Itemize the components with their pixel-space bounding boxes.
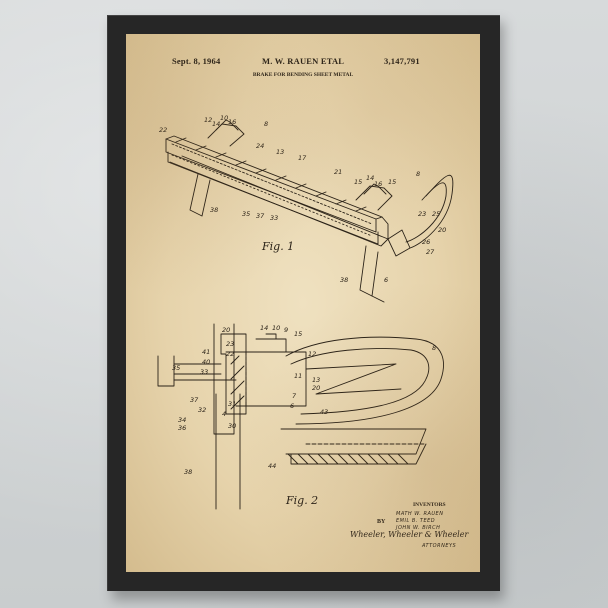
reference-numeral: 20	[438, 226, 446, 234]
reference-numeral: 27	[426, 248, 435, 256]
reference-numeral: 10	[272, 324, 280, 332]
reference-numeral: 38	[184, 468, 192, 476]
reference-numeral: 13	[276, 148, 284, 156]
reference-numeral: 14	[212, 120, 220, 128]
reference-numeral: 44	[268, 462, 276, 470]
reference-numeral: 16	[228, 118, 236, 126]
reference-numeral: 13	[312, 376, 320, 384]
reference-numeral: 4	[222, 410, 226, 418]
patent-print: Sept. 8, 1964 M. W. RAUEN ETAL 3,147,791…	[126, 34, 480, 572]
reference-numeral: 33	[270, 214, 278, 222]
reference-numeral: 41	[202, 348, 210, 356]
reference-numeral: 8	[264, 120, 268, 128]
reference-numeral: 36	[178, 424, 186, 432]
inventors-heading: INVENTORS	[413, 502, 446, 508]
reference-numeral: 15	[294, 330, 302, 338]
reference-numeral: 14	[366, 174, 374, 182]
figure-1-label: Fig. 1	[262, 240, 295, 253]
reference-numeral: 20	[312, 384, 320, 392]
reference-numeral: 26	[422, 238, 430, 246]
reference-numeral: 34	[178, 416, 186, 424]
reference-numeral: 35	[242, 210, 250, 218]
patent-title: BRAKE FOR BENDING SHEET METAL	[252, 72, 354, 78]
reference-numeral: 43	[320, 408, 328, 416]
inventor-name: MATH W. RAUEN	[396, 511, 444, 517]
reference-numeral: 15	[388, 178, 396, 186]
reference-numeral: 24	[256, 142, 264, 150]
reference-numeral: 15	[354, 178, 362, 186]
reference-numeral: 8	[432, 344, 436, 352]
reference-numeral: 23	[226, 340, 234, 348]
reference-numeral: 10	[220, 114, 228, 122]
inventor-name: JOHN W. BIRCH	[396, 525, 441, 531]
reference-numeral: 16	[374, 180, 382, 188]
reference-numeral: 40	[202, 358, 210, 366]
fig1-drawing	[165, 119, 454, 303]
reference-numeral: 23	[418, 210, 426, 218]
reference-numeral: 38	[340, 276, 348, 284]
reference-numeral: 35	[172, 364, 180, 372]
reference-numeral: 9	[284, 326, 288, 334]
reference-numeral: 20	[222, 326, 230, 334]
reference-numeral: 38	[210, 206, 218, 214]
fig2-drawing	[157, 323, 444, 510]
reference-numeral: 33	[200, 368, 208, 376]
patent-number: 3,147,791	[384, 56, 420, 66]
fig2-reference-numerals: 14 10 9 15 20 8 23 22 41 40 33 35 12 11 …	[172, 324, 436, 476]
patent-drawing: 22 12 14 10 16 8 24 13 17 21 15 14 16 15…	[157, 114, 454, 510]
reference-numeral: 31	[228, 400, 236, 408]
reference-numeral: 6	[290, 402, 294, 410]
reference-numeral: 14	[260, 324, 268, 332]
reference-numeral: 11	[294, 372, 302, 380]
attorneys-label: ATTORNEYS	[422, 543, 457, 549]
patent-inventor-header: M. W. RAUEN ETAL	[262, 56, 345, 66]
attorney-signature: Wheeler, Wheeler & Wheeler	[350, 530, 469, 539]
by-label: BY	[377, 519, 386, 525]
figure-2-label: Fig. 2	[286, 494, 319, 507]
reference-numeral: 7	[292, 392, 297, 400]
reference-numeral: 22	[159, 126, 167, 134]
reference-numeral: 37	[256, 212, 265, 220]
reference-numeral: 8	[416, 170, 420, 178]
inventor-name: EMIL B. TEED	[396, 518, 436, 524]
reference-numeral: 30	[228, 422, 236, 430]
reference-numeral: 17	[298, 154, 307, 162]
reference-numeral: 25	[432, 210, 440, 218]
reference-numeral: 12	[308, 350, 316, 358]
reference-numeral: 21	[334, 168, 342, 176]
reference-numeral: 6	[384, 276, 388, 284]
reference-numeral: 22	[226, 350, 234, 358]
reference-numeral: 37	[190, 396, 199, 404]
reference-numeral: 32	[198, 406, 206, 414]
fig1-reference-numerals: 22 12 14 10 16 8 24 13 17 21 15 14 16 15…	[159, 114, 446, 284]
reference-numeral: 12	[204, 116, 212, 124]
patent-date: Sept. 8, 1964	[172, 56, 221, 66]
